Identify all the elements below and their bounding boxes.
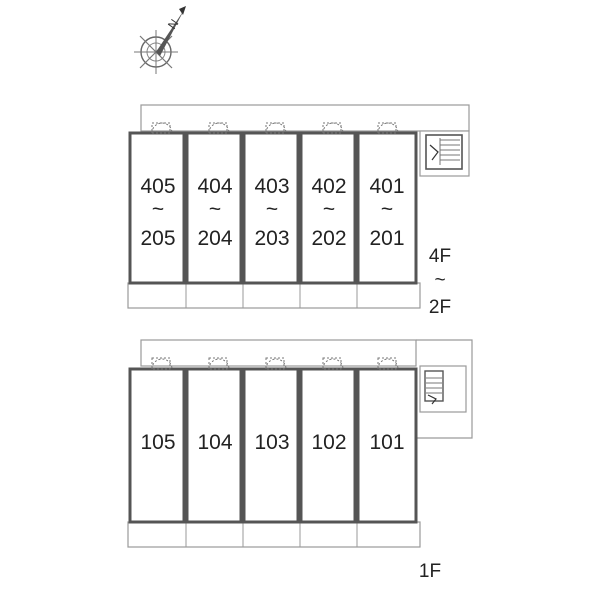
unit-range-sep: ~ (266, 198, 278, 221)
unit-label-402: 402 (311, 175, 346, 198)
unit-label-205: 205 (140, 227, 175, 250)
upper-unit-4 (299, 122, 357, 285)
upper-unit-2 (185, 122, 243, 285)
unit-range-sep: ~ (209, 198, 221, 221)
unit-label-404: 404 (197, 175, 232, 198)
upper-block (127, 104, 470, 309)
lower-unit-2 (185, 357, 243, 524)
lower-staircase-icon (424, 370, 444, 405)
unit-label-102: 102 (311, 431, 346, 454)
upper-staircase-icon (429, 138, 460, 165)
unit-label-401: 401 (369, 175, 404, 198)
lower-unit-3 (242, 357, 300, 524)
unit-label-101: 101 (369, 431, 404, 454)
floor-label-1f: 1F (419, 561, 441, 582)
unit-range-sep: ~ (152, 198, 164, 221)
unit-range-sep: ~ (323, 198, 335, 221)
unit-label-405: 405 (140, 175, 175, 198)
upper-unit-5 (356, 122, 418, 285)
unit-label-202: 202 (311, 227, 346, 250)
upper-unit-1 (128, 122, 186, 285)
upper-unit-3 (242, 122, 300, 285)
unit-range-sep: ~ (381, 198, 393, 221)
lower-unit-1 (128, 357, 186, 524)
unit-label-403: 403 (254, 175, 289, 198)
lower-block (127, 339, 473, 548)
unit-label-104: 104 (197, 431, 232, 454)
floor-range-sep: ~ (434, 270, 445, 291)
lower-unit-4 (299, 357, 357, 524)
floor-label-4f: 4F (429, 246, 451, 267)
unit-label-201: 201 (369, 227, 404, 250)
floor-label-2f: 2F (429, 297, 451, 318)
lower-unit-5 (356, 357, 418, 524)
unit-label-105: 105 (140, 431, 175, 454)
unit-label-203: 203 (254, 227, 289, 250)
compass-icon (134, 6, 186, 74)
unit-label-103: 103 (254, 431, 289, 454)
unit-label-204: 204 (197, 227, 232, 250)
